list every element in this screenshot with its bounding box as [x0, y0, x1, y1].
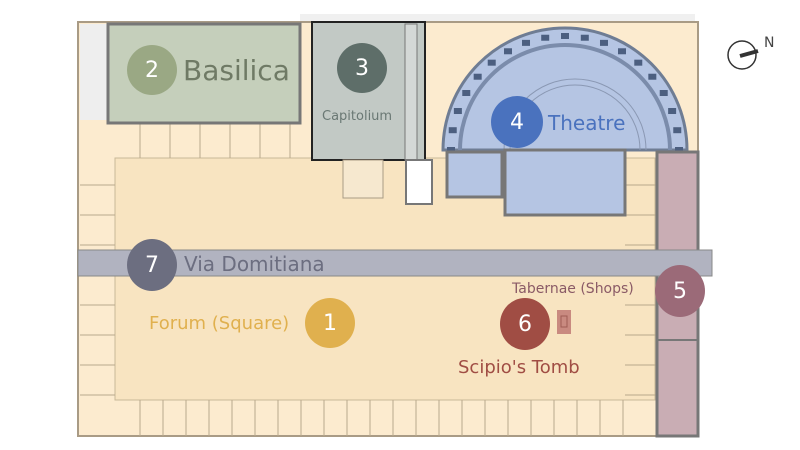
marker-6[interactable]: 6	[500, 298, 550, 350]
marker-3[interactable]: 3	[337, 43, 387, 93]
theatre-pier	[618, 48, 626, 55]
label-basilica: Basilica	[183, 54, 290, 87]
theatre-piers	[447, 33, 683, 153]
compass-icon	[727, 40, 759, 70]
theatre-pier	[462, 90, 471, 96]
tomb-marker	[557, 310, 571, 334]
marker-5[interactable]: 5	[655, 265, 705, 317]
label-capitolium: Capitolium	[322, 109, 393, 124]
theatre-pier	[473, 73, 482, 80]
marker-4[interactable]: 4	[491, 96, 543, 148]
theatre-pier	[453, 108, 462, 115]
theatre-pier	[634, 59, 643, 66]
theatre-pier	[447, 147, 455, 153]
marker-1[interactable]: 1	[305, 298, 355, 348]
theatre-pier	[541, 34, 550, 41]
label-via-domitiana: Via Domitiana	[184, 252, 325, 276]
theatre-pier	[675, 147, 683, 153]
theatre-stage	[503, 148, 627, 217]
marker-2[interactable]: 2	[127, 45, 177, 95]
marker-7[interactable]: 7	[127, 239, 177, 291]
label-theatre: Theatre	[548, 111, 626, 135]
compass-north-label: N	[764, 35, 775, 51]
theatre-pier	[673, 127, 682, 134]
label-scipio-tomb: Scipio's Tomb	[458, 357, 580, 378]
theatre-pier	[487, 59, 496, 66]
theatre-pier	[580, 34, 589, 41]
label-forum: Forum (Square)	[149, 313, 290, 334]
theatre-pier	[599, 39, 608, 46]
capitolium-stairs	[342, 159, 384, 199]
label-tabernae: Tabernae (Shops)	[512, 281, 634, 297]
theatre-pier	[648, 73, 657, 80]
gray-strip	[80, 24, 108, 120]
theatre-pier	[448, 127, 457, 134]
theatre-pier	[504, 48, 512, 55]
theatre-pier	[659, 90, 668, 96]
theatre-pier	[561, 33, 569, 39]
via-domitiana-road	[77, 249, 713, 277]
theatre-pier	[522, 39, 531, 46]
theatre-pier	[668, 108, 677, 115]
